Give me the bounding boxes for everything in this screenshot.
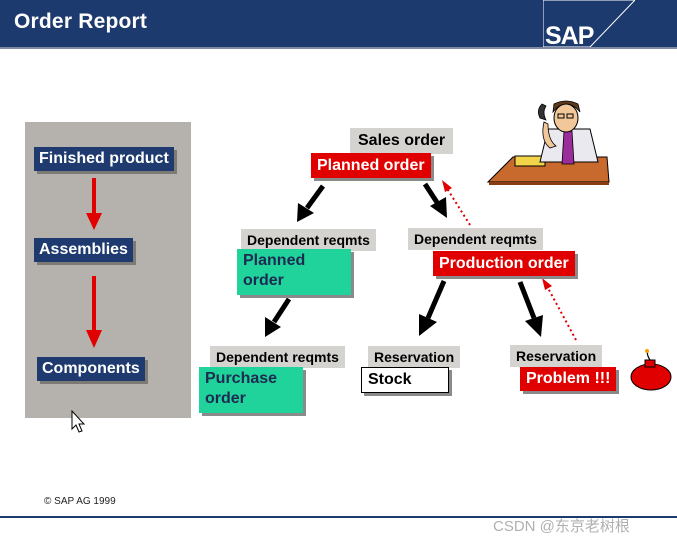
red-down-arrow-2 xyxy=(86,276,102,348)
planned-order-green-line1: Planned xyxy=(243,252,306,269)
components-label: Components xyxy=(37,357,145,381)
person-at-desk-icon xyxy=(486,100,610,185)
header-divider xyxy=(0,47,677,49)
mouse-cursor-icon xyxy=(71,409,86,433)
dependent-reqmts-left-label: Dependent reqmts xyxy=(241,229,376,251)
sap-logo-text: SAP xyxy=(545,22,594,50)
stock-label: Stock xyxy=(361,367,449,393)
assemblies-label: Assemblies xyxy=(34,238,133,262)
black-arrow-prod-to-reservation-right xyxy=(517,281,543,337)
watermark-text: CSDN @东京老树根 xyxy=(493,518,630,535)
black-arrow-green-to-dep xyxy=(265,297,292,337)
footer-divider xyxy=(0,516,677,518)
dependent-reqmts-bottom-label: Dependent reqmts xyxy=(210,346,345,368)
sap-logo-icon xyxy=(543,0,635,47)
planned-order-green-box: Planned order xyxy=(237,249,351,295)
reservation-right-label: Reservation xyxy=(510,345,603,367)
finished-product-label: Finished product xyxy=(34,147,174,171)
planned-order-top-label: Planned order xyxy=(311,153,431,178)
production-order-label: Production order xyxy=(433,251,575,276)
red-down-arrow-1 xyxy=(86,178,102,230)
black-arrow-prod-to-reservation-left xyxy=(419,280,447,336)
black-arrow-planned-to-dep-right xyxy=(422,182,447,218)
bomb-icon xyxy=(630,349,672,391)
dotted-arrow-problem-to-prod xyxy=(542,278,577,341)
purchase-order-green-box: Purchase order xyxy=(199,367,303,413)
problem-label: Problem !!! xyxy=(520,367,617,391)
dotted-arrow-prod-to-planned xyxy=(442,180,471,226)
purchase-order-line2: order xyxy=(205,390,246,407)
reservation-left-label: Reservation xyxy=(368,346,461,368)
black-arrow-planned-to-dep-left xyxy=(297,184,326,222)
sales-order-label: Sales order xyxy=(350,128,454,154)
dependent-reqmts-right-label: Dependent reqmts xyxy=(408,228,543,250)
purchase-order-line1: Purchase xyxy=(205,370,278,387)
copyright-text: © SAP AG 1999 xyxy=(44,496,116,507)
planned-order-green-line2: order xyxy=(243,272,284,289)
page-title: Order Report xyxy=(14,10,148,33)
